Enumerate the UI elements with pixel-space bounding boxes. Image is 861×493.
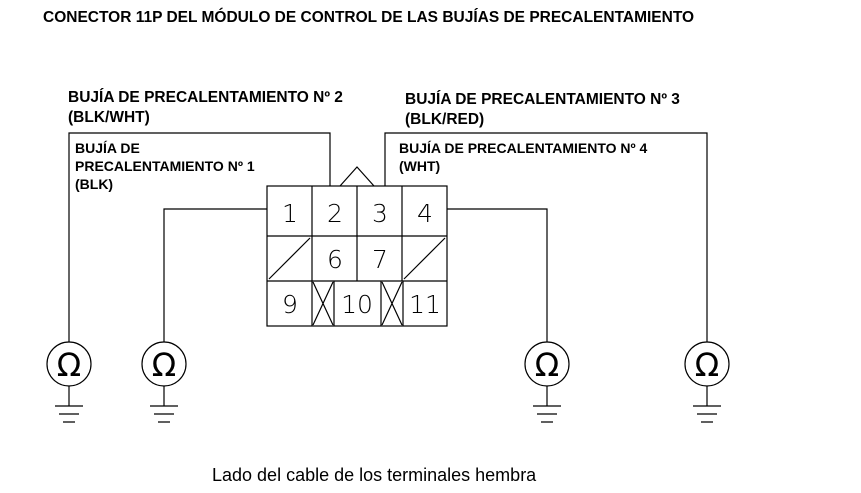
- ohm-symbol: Ω: [535, 346, 559, 384]
- wire-pin-3: [384, 132, 708, 342]
- pin-1: 1: [282, 199, 298, 228]
- connector-latch: [339, 166, 375, 187]
- pin-9: 9: [282, 290, 298, 319]
- glow-plug-1-wire-color: (BLK): [75, 176, 114, 192]
- pin-6: 6: [327, 245, 343, 274]
- glow-plug-1-name-a: BUJÍA DE: [75, 140, 140, 156]
- empty-cavity-5: [268, 237, 311, 280]
- ground-icon: [55, 386, 83, 423]
- ground-icon: [533, 386, 561, 423]
- pin-4: 4: [417, 199, 433, 228]
- ohm-symbol: Ω: [695, 346, 719, 384]
- connector-11p: [266, 166, 448, 327]
- glow-plug-3-label: BUJÍA DE PRECALENTAMIENTO Nº 3 (BLK/RED): [405, 90, 680, 130]
- glow-plug-1-label: BUJÍA DE PRECALENTAMIENTO Nº 1 (BLK): [75, 139, 255, 193]
- ground-icon: [150, 386, 178, 423]
- glow-plug-3-wire-color: (BLK/RED): [405, 111, 485, 128]
- pin-10: 10: [341, 290, 373, 319]
- ohm-symbol: Ω: [57, 346, 81, 384]
- glow-plug-4-name: BUJÍA DE PRECALENTAMIENTO Nº 4: [399, 140, 648, 156]
- glow-plug-2-name: BUJÍA DE PRECALENTAMIENTO Nº 2: [68, 89, 343, 106]
- glow-plug-2-wire-color: (BLK/WHT): [68, 109, 150, 126]
- pin-3: 3: [372, 199, 388, 228]
- glow-plug-4-wire-color: (WHT): [399, 158, 441, 174]
- glow-plug-3-name: BUJÍA DE PRECALENTAMIENTO Nº 3: [405, 91, 680, 108]
- glow-plug-3-ohm-meter-icon: Ω: [524, 341, 570, 423]
- wire-pin-4: [447, 208, 548, 342]
- ohm-symbol: Ω: [152, 346, 176, 384]
- glow-plug-1-name-b: PRECALENTAMIENTO Nº 1: [75, 158, 255, 174]
- ground-icon: [693, 386, 721, 423]
- glow-plug-1-ohm-meter-icon: Ω: [141, 341, 187, 423]
- glow-plug-4-label: BUJÍA DE PRECALENTAMIENTO Nº 4 (WHT): [399, 139, 647, 175]
- pin-11: 11: [409, 290, 441, 319]
- empty-cavity-8: [403, 237, 446, 280]
- pin-7: 7: [372, 245, 388, 274]
- glow-plug-2-ohm-meter-icon: Ω: [46, 341, 92, 423]
- glow-plug-2-label: BUJÍA DE PRECALENTAMIENTO Nº 2 (BLK/WHT): [68, 88, 343, 128]
- pin-2: 2: [327, 199, 343, 228]
- blocked-cavity-b: [381, 281, 403, 326]
- glow-plug-4-ohm-meter-icon: Ω: [684, 341, 730, 423]
- diagram-caption: Lado del cable de los terminales hembra: [212, 465, 537, 485]
- diagram-title: CONECTOR 11P DEL MÓDULO DE CONTROL DE LA…: [43, 9, 695, 26]
- wire-pin-1: [163, 208, 267, 342]
- wire-pin-2: [68, 132, 331, 342]
- blocked-cavity-a: [312, 281, 334, 326]
